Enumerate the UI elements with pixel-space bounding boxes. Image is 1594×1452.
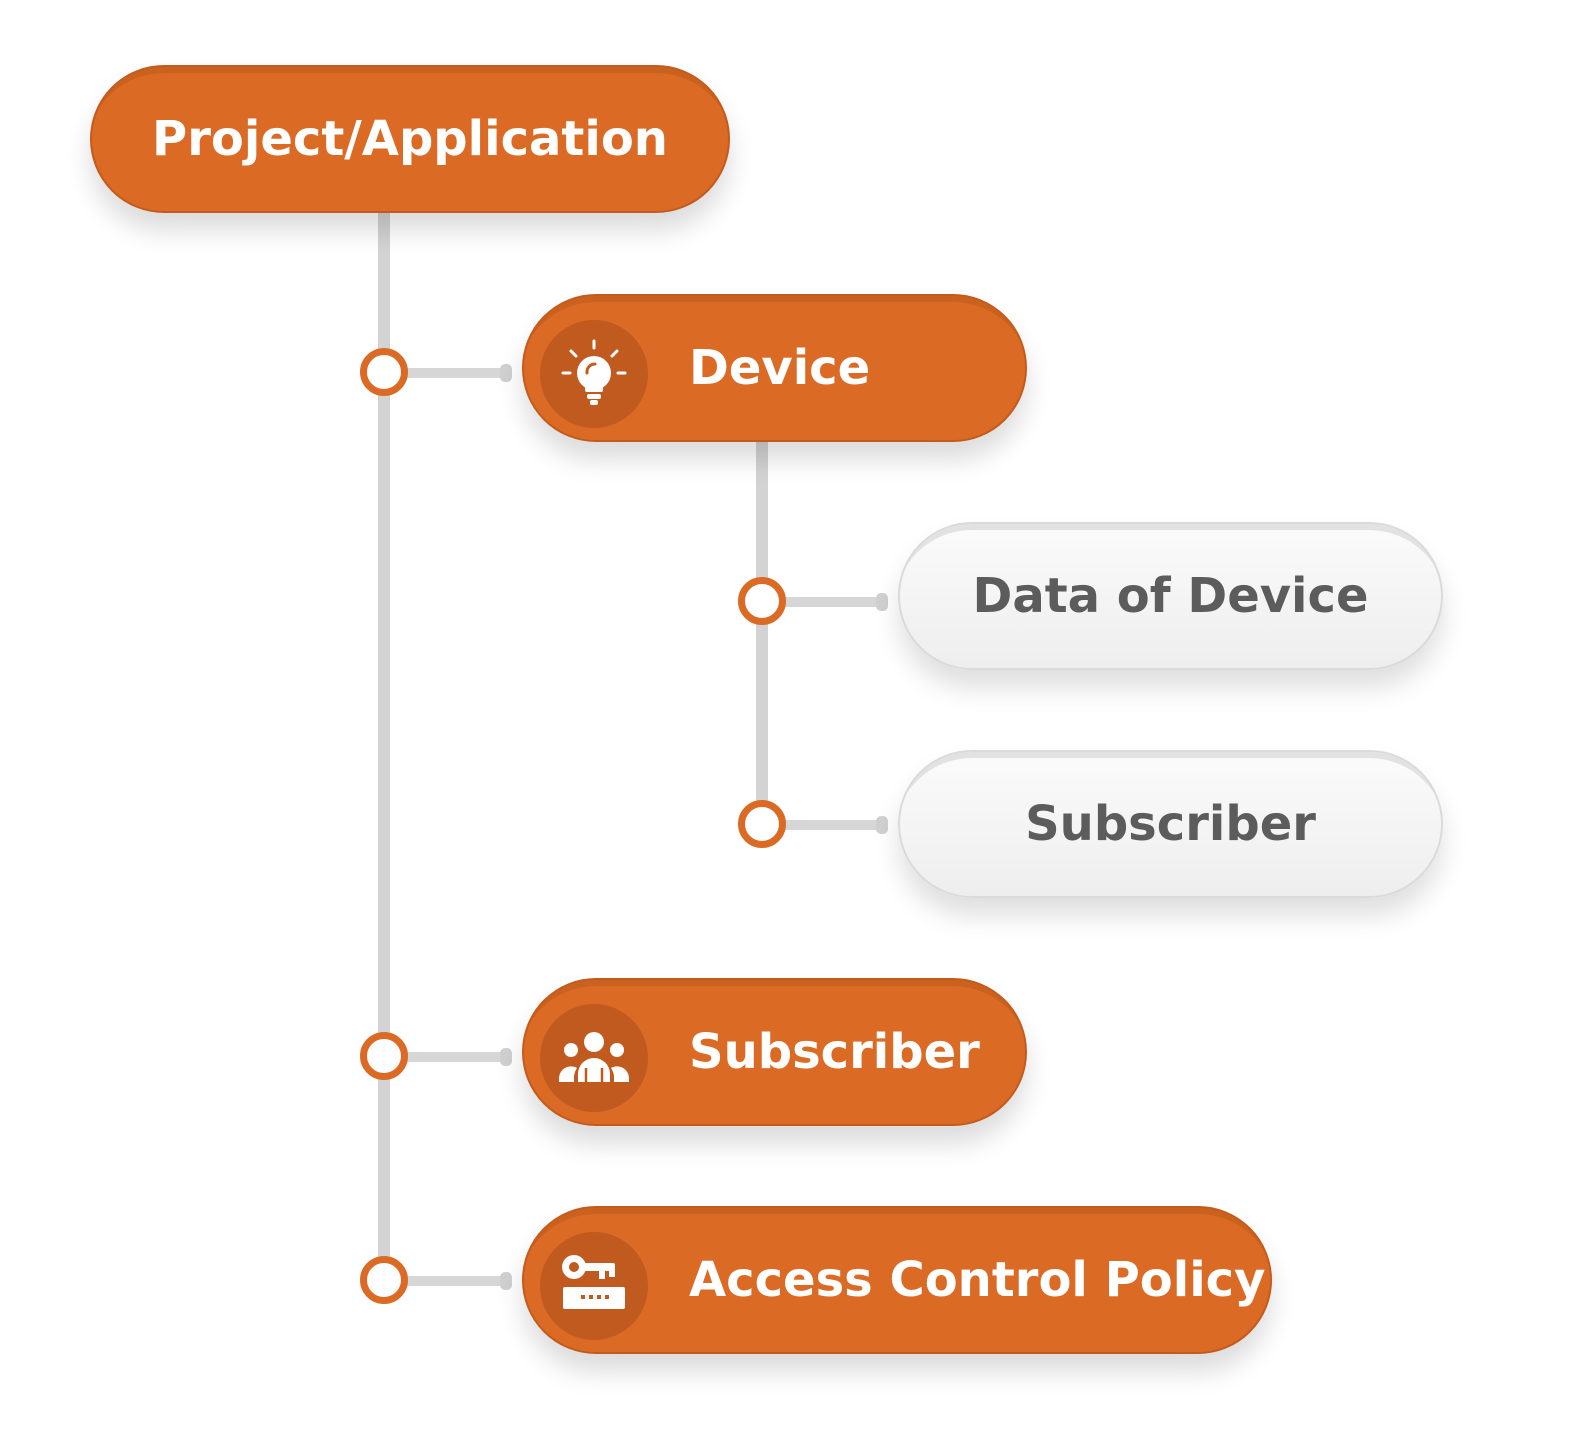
junction-dot-device-subscriber [738, 800, 786, 848]
node-label: Subscriber [1025, 796, 1316, 852]
connector-device-subscriber [762, 816, 888, 834]
junction-dot-data-of-device [738, 577, 786, 625]
node-device: Device [522, 294, 1027, 442]
node-label: Subscriber [689, 1024, 980, 1080]
device-branch-line [756, 438, 768, 826]
connector-subscriber [384, 1048, 512, 1066]
node-label: Device [689, 340, 871, 396]
node-access-control-policy: Access Control Policy [522, 1206, 1272, 1354]
node-project-application: Project/Application [90, 65, 730, 213]
junction-dot-subscriber [360, 1032, 408, 1080]
junction-dot-device [360, 348, 408, 396]
main-trunk-line [378, 210, 390, 1282]
users-icon [540, 1004, 648, 1112]
connector-access-control-policy [384, 1272, 512, 1290]
key-icon [540, 1232, 648, 1340]
node-label: Project/Application [152, 111, 668, 167]
node-label: Access Control Policy [689, 1252, 1266, 1308]
lightbulb-icon [540, 320, 648, 428]
node-device-subscriber: Subscriber [898, 750, 1443, 898]
connector-device [384, 364, 512, 382]
connector-data-of-device [762, 593, 888, 611]
junction-dot-access-control-policy [360, 1256, 408, 1304]
node-data-of-device: Data of Device [898, 522, 1443, 670]
node-label: Data of Device [972, 568, 1369, 624]
node-subscriber: Subscriber [522, 978, 1027, 1126]
